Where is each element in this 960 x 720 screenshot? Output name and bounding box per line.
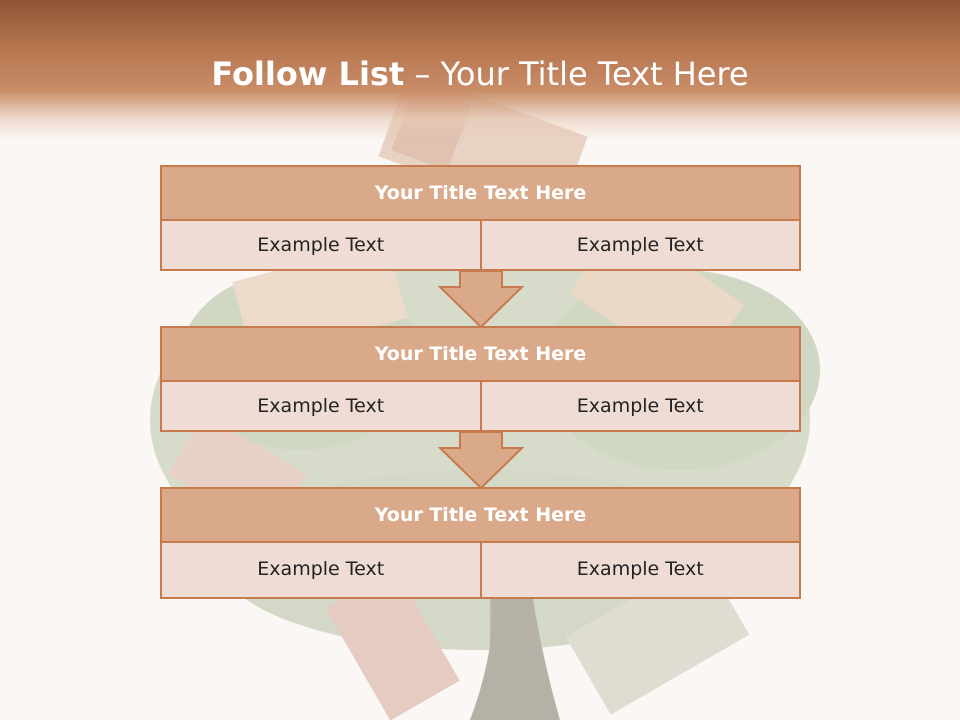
block-cell-right: Example Text <box>479 543 799 597</box>
slide-title-strong: Follow List <box>211 55 405 93</box>
block-title: Your Title Text Here <box>160 326 801 382</box>
slide-title: Follow List – Your Title Text Here <box>0 52 960 96</box>
block-cell-right: Example Text <box>479 382 799 430</box>
list-block-2: Your Title Text Here Example Text Exampl… <box>160 326 801 432</box>
down-arrow-icon <box>438 271 524 329</box>
block-title: Your Title Text Here <box>160 165 801 221</box>
block-cell-right: Example Text <box>479 221 799 269</box>
block-row: Example Text Example Text <box>160 543 801 599</box>
list-block-1: Your Title Text Here Example Text Exampl… <box>160 165 801 271</box>
slide-title-rest: – Your Title Text Here <box>404 55 749 93</box>
header-band <box>0 0 960 140</box>
list-block-3: Your Title Text Here Example Text Exampl… <box>160 487 801 599</box>
block-row: Example Text Example Text <box>160 221 801 271</box>
block-cell-left: Example Text <box>162 221 480 269</box>
down-arrow-icon <box>438 432 524 490</box>
block-cell-left: Example Text <box>162 543 480 597</box>
block-title: Your Title Text Here <box>160 487 801 543</box>
block-row: Example Text Example Text <box>160 382 801 432</box>
block-cell-left: Example Text <box>162 382 480 430</box>
